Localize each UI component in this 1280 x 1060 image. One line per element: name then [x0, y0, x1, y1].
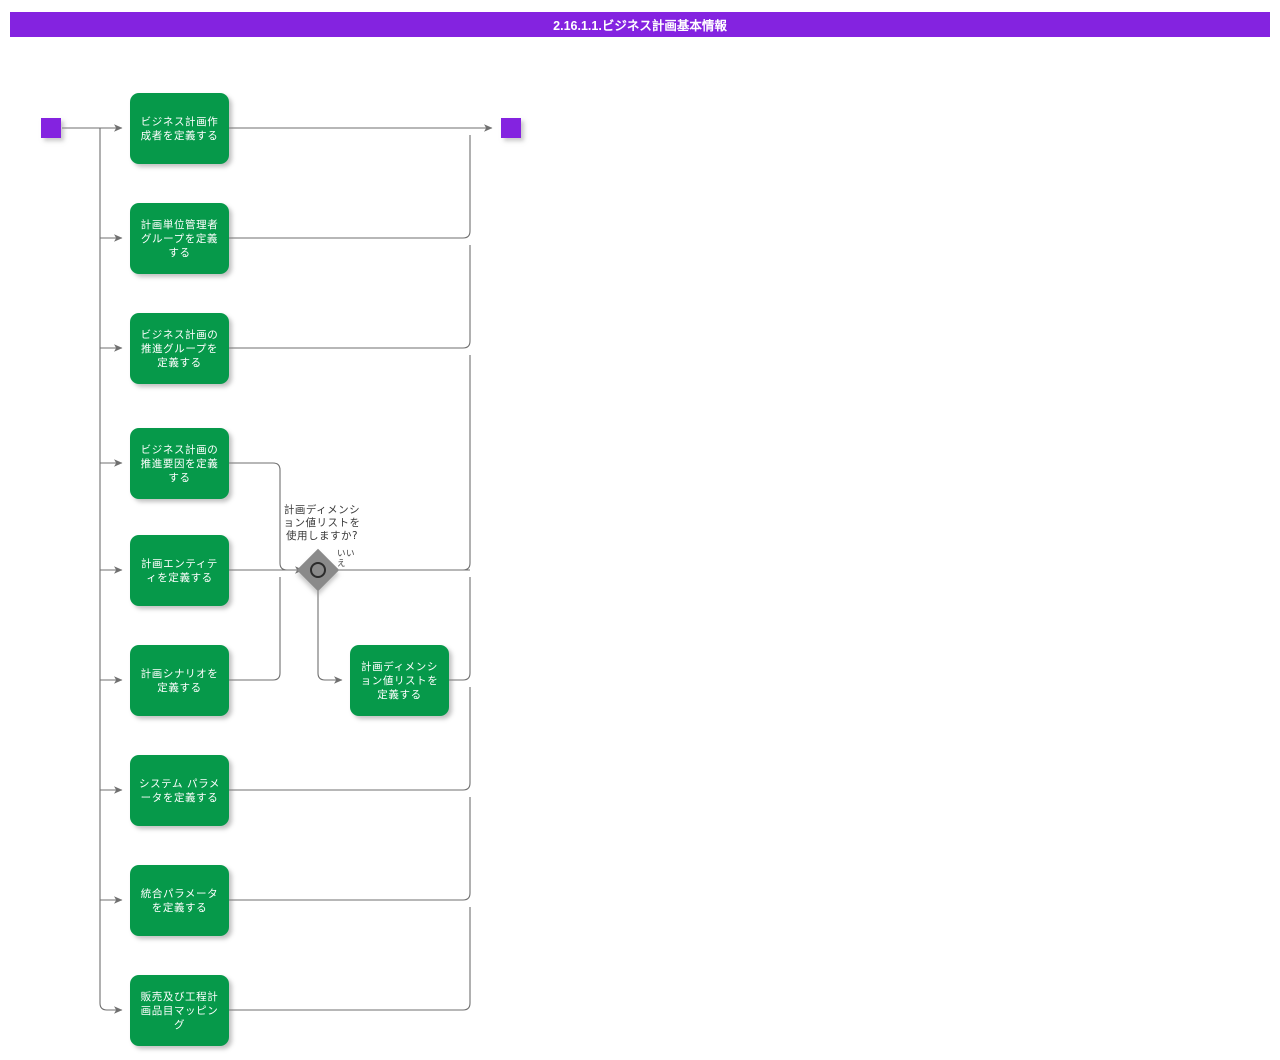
edge-t8-out: [229, 797, 471, 901]
task-label: 販売及び工程計画品目マッピング: [140, 990, 219, 1031]
task-node-define-plan-scenario[interactable]: 計画シナリオを定義する: [130, 645, 229, 716]
task-label: 統合パラメータを定義する: [140, 887, 219, 914]
edge-gateway-to-t10: [317, 585, 343, 684]
gateway-branch-label-no: いいえ: [337, 549, 356, 569]
edge-t9-out: [229, 907, 471, 1011]
task-node-define-business-plan-creator[interactable]: ビジネス計画作成者を定義する: [130, 93, 229, 164]
end-node[interactable]: [501, 118, 521, 138]
edge-left-rail: [99, 128, 123, 1014]
task-node-define-plan-entity[interactable]: 計画エンティティを定義する: [130, 535, 229, 606]
task-node-sales-and-process-plan-item-mapping[interactable]: 販売及び工程計画品目マッピング: [130, 975, 229, 1046]
task-label: 計画エンティティを定義する: [140, 557, 219, 584]
edge-t3-out: [229, 245, 471, 349]
page-title: 2.16.1.1.ビジネス計画基本情報: [553, 19, 727, 33]
task-node-define-plan-unit-manager-group[interactable]: 計画単位管理者グループを定義する: [130, 203, 229, 274]
edge-t2-out: [229, 135, 471, 239]
edge-t6-to-gateway: [229, 577, 281, 681]
task-node-define-system-parameters[interactable]: システム パラメータを定義する: [130, 755, 229, 826]
task-label: システム パラメータを定義する: [138, 777, 220, 804]
gateway-node-use-plan-dimension-value-list[interactable]: [296, 548, 340, 592]
task-label: ビジネス計画の推進グループを定義する: [140, 328, 219, 369]
task-label: ビジネス計画の推進要因を定義する: [140, 443, 219, 484]
task-label: 計画単位管理者グループを定義する: [140, 218, 219, 259]
task-node-define-business-plan-promotion-group[interactable]: ビジネス計画の推進グループを定義する: [130, 313, 229, 384]
start-node[interactable]: [41, 118, 61, 138]
task-label: 計画シナリオを定義する: [140, 667, 219, 694]
task-label: 計画ディメンション値リストを定義する: [360, 660, 439, 701]
page-title-bar: 2.16.1.1.ビジネス計画基本情報: [10, 12, 1270, 37]
edge-t10-out: [449, 577, 471, 681]
gateway-question-label: 計画ディメンション値リストを使用しますか?: [283, 504, 361, 542]
task-node-define-plan-dimension-value-list[interactable]: 計画ディメンション値リストを定義する: [350, 645, 449, 716]
gateway-circle-icon: [310, 562, 326, 578]
task-node-define-business-plan-driver[interactable]: ビジネス計画の推進要因を定義する: [130, 428, 229, 499]
task-node-define-integration-parameters[interactable]: 統合パラメータを定義する: [130, 865, 229, 936]
task-label: ビジネス計画作成者を定義する: [140, 115, 219, 142]
